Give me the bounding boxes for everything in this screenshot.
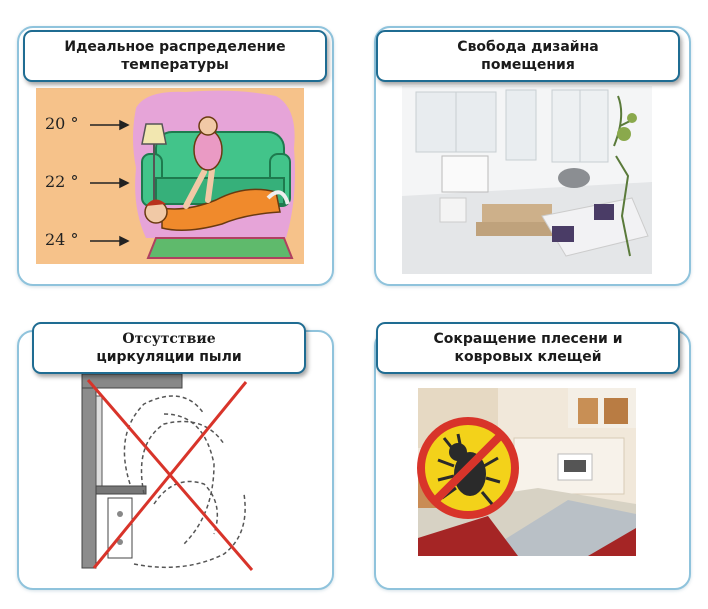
card-temperature-title-line1: Идеальное распределение	[64, 39, 286, 55]
card-mites-title-line1: Сокращение плесени и	[433, 331, 623, 347]
temp-label-24: 24 °	[45, 230, 79, 249]
temp-label-20: 20 °	[45, 114, 79, 133]
card-mites-title: Сокращение плесени и ковровых клещей	[376, 322, 680, 374]
temp-arrows	[90, 119, 130, 247]
card-mites-title-line2: ковровых клещей	[454, 349, 602, 365]
card-temperature-title-line2: температуры	[121, 57, 229, 73]
card-dust-title-line1: Отсутствие	[122, 331, 216, 347]
temp-label-22: 22 °	[45, 172, 79, 191]
temperature-illustration	[36, 88, 304, 264]
living-room-photo	[402, 86, 652, 274]
card-temperature-title: Идеальное распределение температуры	[23, 30, 327, 82]
card-design-title: Свобода дизайна помещения	[376, 30, 680, 82]
card-design-title-line1: Свобода дизайна	[457, 39, 599, 55]
card-design-title-line2: помещения	[481, 57, 575, 73]
dust-circulation-illustration	[74, 374, 260, 574]
card-dust-title: Отсутствие циркуляции пыли	[32, 322, 306, 374]
kitchen-photo	[418, 388, 636, 556]
card-dust-title-line2: циркуляции пыли	[96, 349, 242, 365]
no-mite-sign-icon	[417, 417, 519, 519]
